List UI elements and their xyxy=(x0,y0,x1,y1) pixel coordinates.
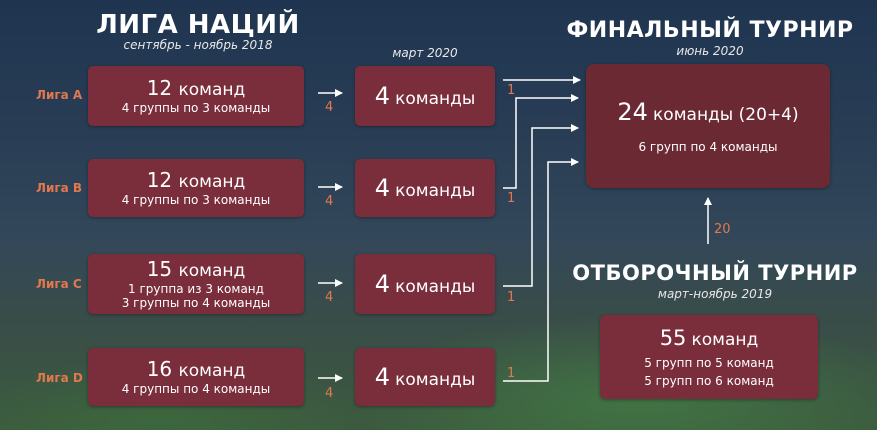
qualifying-detail: 5 групп по 6 команд xyxy=(644,374,774,388)
exit-label: 1 xyxy=(507,191,516,206)
league-detail: 4 группы по 3 команды xyxy=(121,193,271,207)
qualifying-dates: март-ноябрь 2019 xyxy=(657,287,773,301)
league-label: Лига C xyxy=(36,277,82,291)
league-team-count: 12 команд xyxy=(146,76,246,100)
league-box: 16 команд 4 группы по 4 команды xyxy=(88,348,304,406)
exit-label: 1 xyxy=(507,366,516,381)
nations-league-dates: сентябрь - ноябрь 2018 xyxy=(123,38,273,52)
final-team-count: 24 команды (20+4) xyxy=(617,98,799,126)
qualifying-detail: 5 групп по 5 команд xyxy=(644,356,774,370)
exit-label: 1 xyxy=(507,83,516,98)
league-label: Лига A xyxy=(36,88,83,102)
final-detail: 6 групп по 4 команды xyxy=(638,140,778,154)
playoff-team-count: 4 команды xyxy=(374,82,476,110)
arrow-label: 4 xyxy=(325,194,334,209)
exit-label: 1 xyxy=(507,290,516,305)
arrow-label: 4 xyxy=(325,386,334,401)
final-connector xyxy=(503,94,579,189)
final-tournament-dates: июнь 2020 xyxy=(676,44,744,58)
final-connector xyxy=(503,124,579,287)
league-team-count: 16 команд xyxy=(146,357,246,381)
final-connector xyxy=(503,158,579,382)
league-detail: 3 группы по 4 команды xyxy=(121,296,271,310)
playoff-team-count: 4 команды xyxy=(374,174,476,202)
playoff-box: 4 команды xyxy=(355,159,495,217)
qualifying-title: ОТБОРОЧНЫЙ ТУРНИР xyxy=(572,261,858,285)
playoff-box: 4 команды xyxy=(355,348,495,406)
final-tournament-title: ФИНАЛЬНЫЙ ТУРНИР xyxy=(566,18,854,43)
playoff-box: 4 команды xyxy=(355,66,495,126)
league-box: 12 команд 4 группы по 3 команды xyxy=(88,159,304,217)
qualifying-team-count: 55 команд xyxy=(659,326,759,350)
playoff-box: 4 команды xyxy=(355,254,495,314)
playoff-dates: март 2020 xyxy=(392,46,458,60)
playoff-team-count: 4 команды xyxy=(374,363,476,391)
league-detail: 1 группа из 3 команд xyxy=(128,282,264,296)
league-box: 15 команд 1 группа из 3 команд 3 группы … xyxy=(88,254,304,314)
league-team-count: 12 команд xyxy=(146,168,246,192)
final-tournament-box: 24 команды (20+4) 6 групп по 4 команды xyxy=(586,64,830,188)
league-detail: 4 группы по 3 команды xyxy=(121,101,271,115)
qualifying-box: 55 команд 5 групп по 5 команд 5 групп по… xyxy=(600,315,818,399)
playoff-team-count: 4 команды xyxy=(374,270,476,298)
league-detail: 4 группы по 4 команды xyxy=(121,382,271,396)
league-label: Лига D xyxy=(36,371,83,385)
arrow-label: 4 xyxy=(325,290,334,305)
qualifying-arrow-label: 20 xyxy=(714,222,731,237)
league-label: Лига B xyxy=(36,181,83,195)
league-team-count: 15 команд xyxy=(146,257,246,281)
league-box: 12 команд 4 группы по 3 команды xyxy=(88,66,304,126)
nations-league-title: ЛИГА НАЦИЙ xyxy=(96,10,300,40)
arrow-label: 4 xyxy=(325,100,334,115)
